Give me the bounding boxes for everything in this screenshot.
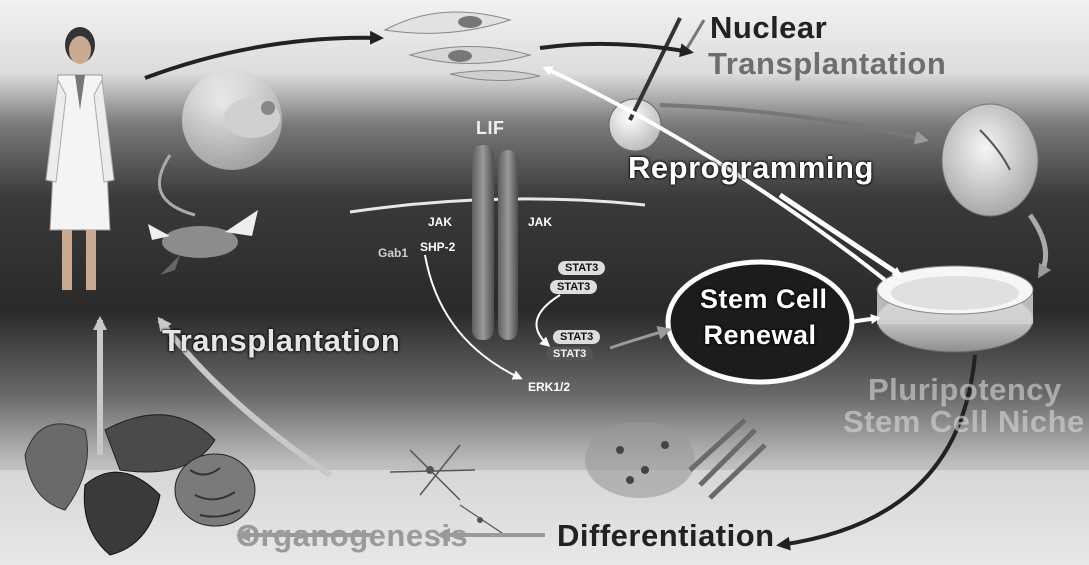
mouse-sphere <box>182 70 282 170</box>
label-transplantation-top: Transplantation <box>708 46 946 82</box>
label-stat3-b: STAT3 <box>550 280 597 294</box>
label-stat3-c: STAT3 <box>553 330 600 344</box>
label-stat3-d: STAT3 <box>546 347 593 361</box>
label-stat3-a: STAT3 <box>558 261 605 275</box>
label-erk: ERK1/2 <box>528 380 570 394</box>
receptor-left <box>472 145 494 340</box>
label-niche: Stem Cell Niche <box>843 404 1085 440</box>
receptor-right <box>498 150 518 340</box>
label-pluripotency: Pluripotency <box>868 372 1062 408</box>
label-transplantation: Transplantation <box>162 323 400 359</box>
label-lif: LIF <box>476 118 505 139</box>
label-jak-right: JAK <box>528 215 552 229</box>
label-renewal: Renewal <box>700 320 820 351</box>
label-jak-left: JAK <box>428 215 452 229</box>
label-gab1: Gab1 <box>378 246 408 260</box>
label-reprogramming: Reprogramming <box>628 150 874 186</box>
label-stem-cell: Stem Cell <box>700 284 820 315</box>
petri-dish <box>877 266 1033 352</box>
blastocyst <box>942 104 1038 216</box>
label-organogenesis: Organogenesis <box>236 518 468 554</box>
label-nuclear: Nuclear <box>710 10 827 46</box>
label-shp2: SHP-2 <box>420 240 455 254</box>
background-haze <box>0 470 1089 565</box>
label-differentiation: Differentiation <box>557 518 775 554</box>
